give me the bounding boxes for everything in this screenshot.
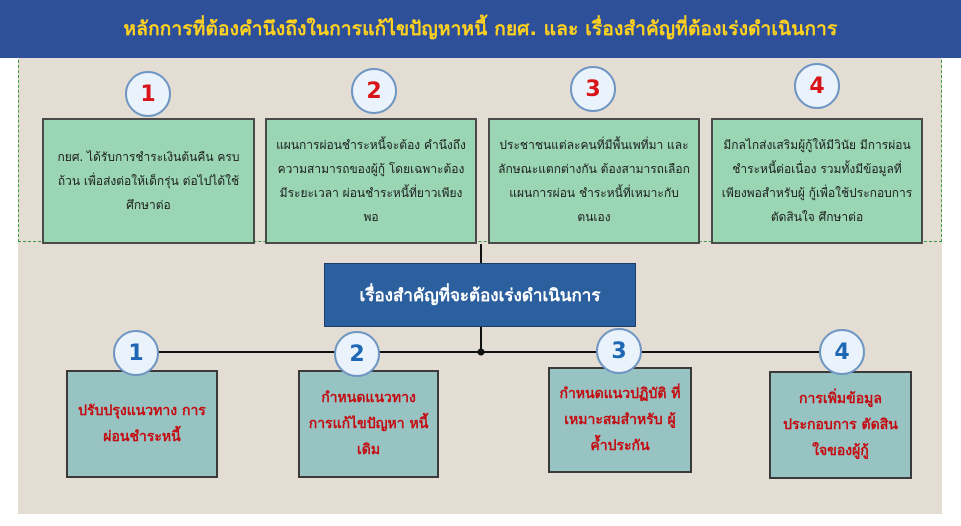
urgent-box-1: ปรับปรุงแนวทาง การผ่อนชำระหนี้ xyxy=(66,370,218,478)
urgent-number-2: 2 xyxy=(334,331,380,377)
urgent-box-3: กำหนดแนวปฏิบัติ ที่เหมาะสมสำหรับ ผู้ค้ำป… xyxy=(548,367,692,473)
urgent-number-1: 1 xyxy=(113,330,159,376)
principle-text-3: ประชาชนแต่ละคนที่มีพื้นเพที่มา และลักษณะ… xyxy=(498,138,690,224)
header-banner: หลักการที่ต้องคำนึงถึงในการแก้ไขปัญหาหนี… xyxy=(0,0,961,58)
principle-text-1: กยศ. ได้รับการชำระเงินต้นคืน ครบถ้วน เพื… xyxy=(57,150,240,212)
urgent-box-2: กำหนดแนวทาง การแก้ไขปัญหา หนี้เดิม xyxy=(298,370,439,478)
principle-box-4: มีกลไกส่งเสริมผู้กู้ให้มีวินัย มีการผ่อน… xyxy=(711,118,923,244)
principle-box-2: แผนการผ่อนชำระหนี้จะต้อง คำนึงถึงความสาม… xyxy=(265,118,477,244)
principle-number-4: 4 xyxy=(794,63,840,109)
urgent-number-4: 4 xyxy=(819,329,865,375)
urgent-text-3: กำหนดแนวปฏิบัติ ที่เหมาะสมสำหรับ ผู้ค้ำป… xyxy=(559,386,681,454)
center-title: เรื่องสำคัญที่จะต้องเร่งดำเนินการ xyxy=(359,285,601,306)
urgent-box-4: การเพิ่มข้อมูล ประกอบการ ตัดสินใจของผู้ก… xyxy=(769,371,912,479)
principle-text-4: มีกลไกส่งเสริมผู้กู้ให้มีวินัย มีการผ่อน… xyxy=(721,138,913,224)
urgent-text-2: กำหนดแนวทาง การแก้ไขปัญหา หนี้เดิม xyxy=(308,390,429,458)
center-box: เรื่องสำคัญที่จะต้องเร่งดำเนินการ xyxy=(324,263,636,327)
principle-text-2: แผนการผ่อนชำระหนี้จะต้อง คำนึงถึงความสาม… xyxy=(276,138,466,224)
principle-number-1: 1 xyxy=(125,71,171,117)
page-title: หลักการที่ต้องคำนึงถึงในการแก้ไขปัญหาหนี… xyxy=(123,18,838,40)
urgent-number-3: 3 xyxy=(596,328,642,374)
principle-number-3: 3 xyxy=(570,66,616,112)
urgent-text-1: ปรับปรุงแนวทาง การผ่อนชำระหนี้ xyxy=(78,403,206,445)
principle-box-1: กยศ. ได้รับการชำระเงินต้นคืน ครบถ้วน เพื… xyxy=(42,118,255,244)
principle-number-2: 2 xyxy=(351,68,397,114)
connector-junction xyxy=(477,348,485,356)
urgent-text-4: การเพิ่มข้อมูล ประกอบการ ตัดสินใจของผู้ก… xyxy=(783,391,898,459)
principles-frame xyxy=(18,60,942,242)
principle-box-3: ประชาชนแต่ละคนที่มีพื้นเพที่มา และลักษณะ… xyxy=(488,118,700,244)
